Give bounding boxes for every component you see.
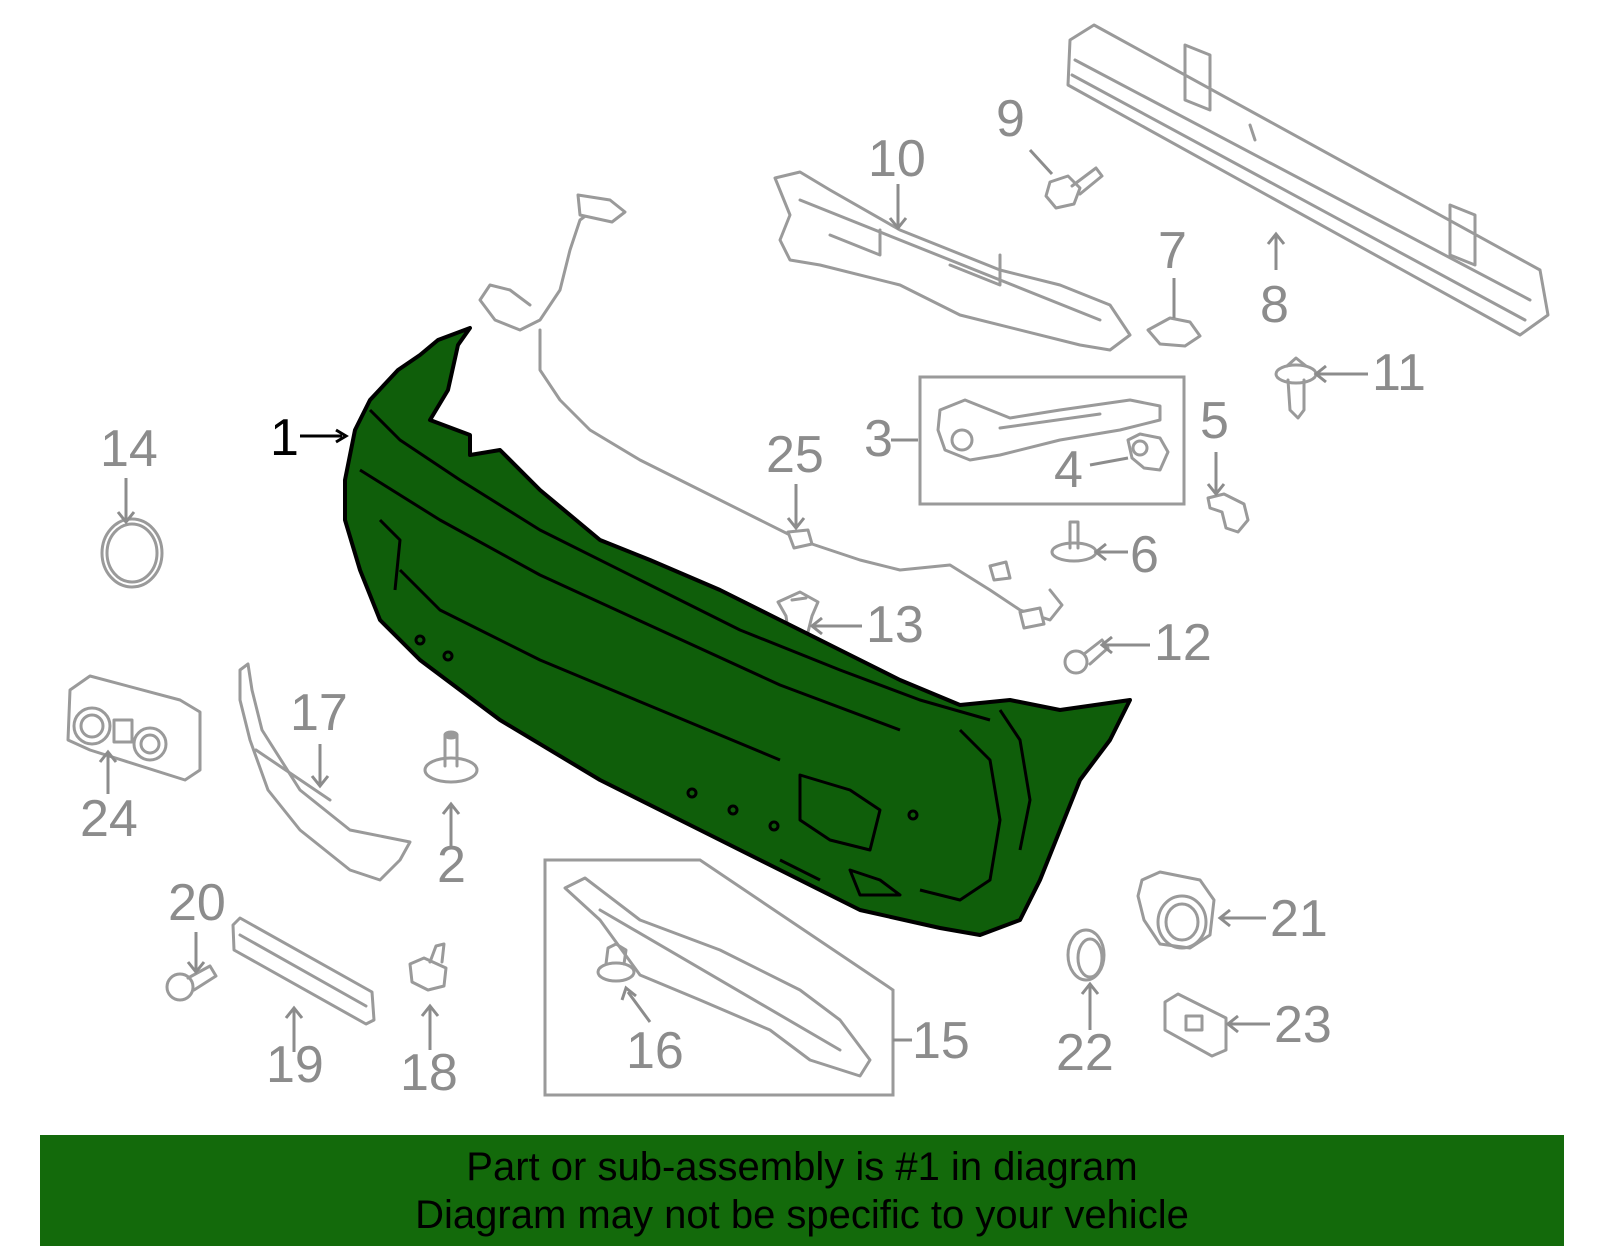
callout-9[interactable]: 9 xyxy=(996,90,1025,148)
part-19-bracket[interactable] xyxy=(231,916,376,1026)
part-8-reinforcement-beam[interactable] xyxy=(1066,23,1550,337)
callout-10[interactable]: 10 xyxy=(868,130,926,188)
banner-line-2: Diagram may not be specific to your vehi… xyxy=(415,1193,1189,1237)
callout-1[interactable]: 1 xyxy=(270,409,299,467)
callout-7[interactable]: 7 xyxy=(1158,222,1187,280)
part-14-ring[interactable] xyxy=(100,517,164,589)
callout-20[interactable]: 20 xyxy=(168,874,226,932)
callout-15[interactable]: 15 xyxy=(912,1012,970,1070)
callout-13[interactable]: 13 xyxy=(866,596,924,654)
part-6-stud[interactable] xyxy=(1050,520,1098,563)
callout-19[interactable]: 19 xyxy=(266,1036,324,1094)
callout-4[interactable]: 4 xyxy=(1054,441,1083,499)
part-11-pushpin[interactable] xyxy=(1274,356,1318,420)
callout-12[interactable]: 12 xyxy=(1154,614,1212,672)
part-23-bracket[interactable] xyxy=(1163,992,1228,1058)
callout-8[interactable]: 8 xyxy=(1260,276,1289,334)
callout-23[interactable]: 23 xyxy=(1274,996,1332,1054)
part-7-clip[interactable] xyxy=(1146,316,1202,348)
part-20-bolt[interactable] xyxy=(165,964,218,1002)
callout-18[interactable]: 18 xyxy=(400,1044,458,1102)
callout-3[interactable]: 3 xyxy=(864,410,893,468)
part-24-sensor-module[interactable] xyxy=(66,674,202,782)
callout-21[interactable]: 21 xyxy=(1270,890,1328,948)
part-5-clip[interactable] xyxy=(1206,492,1250,534)
part-4-grommet[interactable] xyxy=(1126,432,1170,472)
part-15-deflector[interactable] xyxy=(563,876,872,1078)
part-9-bolt[interactable] xyxy=(1044,166,1104,210)
callout-24[interactable]: 24 xyxy=(80,790,138,848)
callout-2[interactable]: 2 xyxy=(437,836,466,894)
part-10-bracket[interactable] xyxy=(773,170,1132,352)
callout-17[interactable]: 17 xyxy=(290,684,348,742)
part-1-bumper-cover[interactable] xyxy=(343,326,1132,937)
part-25-wiring-harness[interactable] xyxy=(478,193,1064,630)
callout-16[interactable]: 16 xyxy=(626,1022,684,1080)
part-2-stud[interactable] xyxy=(423,730,479,784)
notice-banner: Part or sub-assembly is #1 in diagram Di… xyxy=(40,1135,1564,1246)
part-16-pushpin[interactable] xyxy=(596,942,636,983)
callout-22[interactable]: 22 xyxy=(1056,1024,1114,1082)
leader-lines xyxy=(98,148,1368,1052)
callout-6[interactable]: 6 xyxy=(1130,526,1159,584)
callout-14[interactable]: 14 xyxy=(100,420,158,478)
part-17-trim-strip[interactable] xyxy=(238,662,412,882)
callout-11[interactable]: 11 xyxy=(1372,344,1426,402)
banner-line-1: Part or sub-assembly is #1 in diagram xyxy=(466,1145,1138,1189)
callout-5[interactable]: 5 xyxy=(1200,392,1229,450)
part-22-grommet[interactable] xyxy=(1066,928,1106,982)
part-3-bracket[interactable] xyxy=(936,398,1162,462)
part-21-parking-sensor[interactable] xyxy=(1136,870,1216,950)
part-18-stud[interactable] xyxy=(408,942,448,992)
callout-25[interactable]: 25 xyxy=(766,426,824,484)
part-13-bracket[interactable] xyxy=(776,590,820,646)
